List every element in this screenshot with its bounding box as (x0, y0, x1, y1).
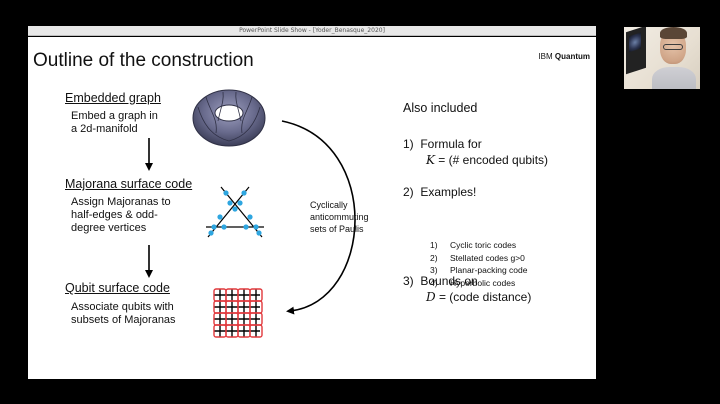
logo-brand: IBM (538, 52, 553, 61)
item1-line2: K = (# encoded qubits) (426, 152, 548, 168)
torus-icon (192, 89, 266, 147)
step-qubit-title: Qubit surface code (65, 281, 170, 295)
desc-line: half-edges & odd- (71, 209, 158, 221)
wall-frame (626, 27, 646, 75)
item3-line2: D = (code distance) (426, 289, 531, 305)
curve-label-line: Cyclically (310, 200, 348, 210)
slide: Outline of the construction IBM Quantum … (28, 37, 596, 365)
step-embedded-graph-title: Embedded graph (65, 91, 161, 105)
presenter-hair (660, 27, 687, 39)
item3-line1: 3) Bounds on (403, 273, 478, 289)
webcam-video[interactable] (624, 27, 700, 89)
item-text: Formula for (420, 137, 482, 151)
also-included-heading: Also included (403, 101, 478, 115)
presenter-glasses (663, 44, 683, 50)
curve-label: Cyclically anticommuting sets of Paulis (310, 199, 369, 235)
curve-label-line: sets of Paulis (310, 224, 364, 234)
desc-line: degree vertices (71, 222, 147, 234)
list-item: 3)Planar-packing code (430, 265, 528, 275)
presenter-shirt (652, 67, 696, 89)
step-majorana-title: Majorana surface code (65, 177, 193, 191)
item-text: = (code distance) (435, 290, 532, 304)
curved-arrow (281, 120, 356, 315)
step-qubit-desc: Associate qubits with subsets of Majoran… (71, 301, 176, 327)
desc-line: Assign Majoranas to (71, 196, 171, 208)
ibm-quantum-logo: IBM Quantum (538, 52, 590, 61)
math-var: D (426, 290, 436, 304)
desc-line: a 2d-manifold (71, 123, 138, 135)
desc-line: Embed a graph in (71, 110, 158, 122)
item2-line1: 2) Examples! (403, 184, 476, 200)
examples-sublist: 1)Cyclic toric codes 2)Stellated codes g… (430, 239, 528, 289)
desc-line: Associate qubits with (71, 301, 174, 313)
math-var: K (426, 153, 435, 167)
slideshow-title-bar: PowerPoint Slide Show - [Yoder_Benasque_… (28, 26, 596, 36)
item1-line1: 1) Formula for (403, 136, 482, 152)
qubit-grid-icon (213, 288, 263, 338)
step-majorana-desc: Assign Majoranas to half-edges & odd- de… (71, 196, 171, 235)
slide-graphics (145, 89, 356, 338)
item-text: Examples! (420, 185, 477, 199)
slideshow-bottom-bar (28, 365, 596, 379)
curve-label-line: anticommuting (310, 212, 369, 222)
item-text: Bounds on (420, 274, 478, 288)
step-embedded-graph-desc: Embed a graph in a 2d-manifold (71, 110, 158, 136)
majorana-triangle-icon (206, 186, 264, 238)
list-item: 1)Cyclic toric codes (430, 240, 517, 250)
desc-line: subsets of Majoranas (71, 314, 176, 326)
item-number: 1) (403, 137, 414, 151)
logo-product: Quantum (554, 52, 590, 61)
list-item: 4)Hyperbolic codes (430, 277, 516, 288)
list-item: 2)Stellated codes g>0 (430, 252, 525, 263)
item-text: = (# encoded qubits) (434, 153, 549, 167)
item-number: 2) (403, 185, 414, 199)
item-number: 3) (403, 274, 414, 288)
window-title: PowerPoint Slide Show - [Yoder_Benasque_… (239, 27, 385, 34)
slide-title: Outline of the construction (33, 50, 254, 71)
